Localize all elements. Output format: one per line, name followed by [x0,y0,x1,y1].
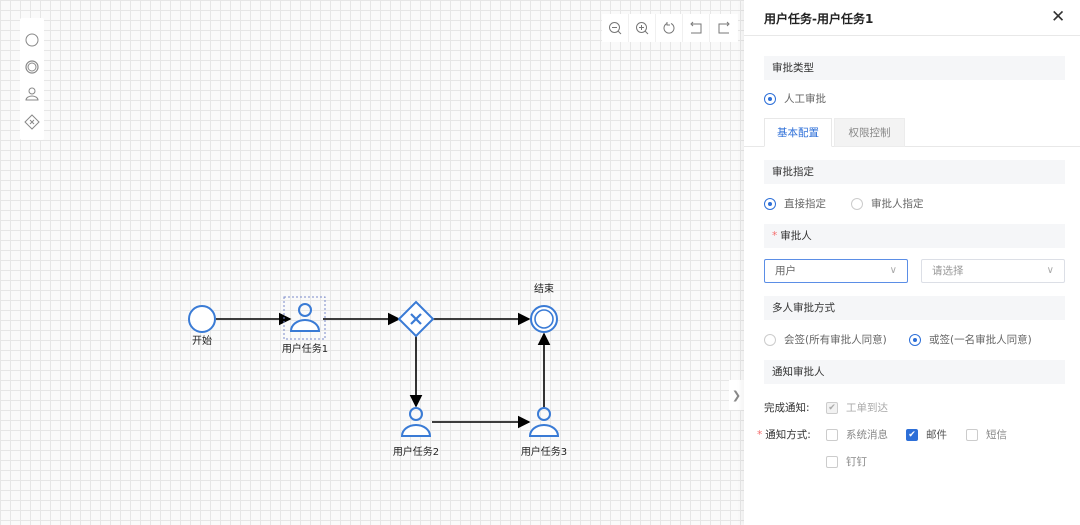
checkbox-box [966,428,978,441]
zoom-in-button[interactable] [629,14,656,42]
zoom-in-icon [636,22,649,35]
approver-select[interactable]: 请选择 ∨ [921,259,1065,283]
radio-direct-assign[interactable]: 直接指定 [764,196,826,211]
label-text: 通知方式: [765,429,811,441]
checkbox-label: 邮件 [926,429,947,441]
tabs: 基本配置 权限控制 [744,118,1080,147]
radio-dot [764,92,776,105]
canvas-toolbar [602,14,738,42]
checkbox-sms[interactable]: 短信 [966,427,1007,442]
user-task-2[interactable] [400,407,432,437]
radio-label: 或签(一名审批人同意) [929,334,1032,346]
reset-icon [663,22,675,34]
start-event-icon[interactable] [24,32,40,48]
radio-approver-assign[interactable]: 审批人指定 [851,196,924,211]
chevron-right-icon: ❯ [731,388,742,402]
collapse-panel-button[interactable]: ❯ [729,380,744,410]
section-approver: *审批人 [764,224,1065,248]
checkbox-system-message[interactable]: 系统消息 [826,427,888,442]
checkbox-box [826,428,838,441]
redo-button[interactable] [710,14,737,42]
checkbox-email[interactable]: ✔ 邮件 [906,427,947,442]
zoom-out-button[interactable] [602,14,629,42]
gateway-icon[interactable] [24,114,40,130]
properties-panel: 用户任务-用户任务1 ✕ 审批类型 人工审批 基本配置 权限控制 审批指定 直接… [744,0,1080,525]
radio-dot [851,197,863,210]
radio-label: 审批人指定 [871,198,924,210]
required-mark: * [757,429,763,441]
start-event[interactable] [188,305,216,333]
redo-icon [718,21,730,34]
selection-box [283,296,326,340]
undo-button[interactable] [683,14,710,42]
radio-dot [764,333,776,346]
end-event-label: 结束 [534,282,554,295]
tab-basic-config[interactable]: 基本配置 [764,118,832,147]
checkbox-label: 短信 [986,429,1007,441]
section-multi-approval: 多人审批方式 [764,296,1065,320]
complete-notify-label: 完成通知: [764,402,810,414]
diagram-canvas[interactable]: 开始 用户任务1 结束 用户任务2 用户任务3 ❯ [0,0,744,525]
checkbox-label: 工单到达 [846,402,888,414]
start-event-label: 开始 [192,334,212,347]
user-task-2-label: 用户任务2 [393,445,439,458]
check-icon: ✔ [826,401,838,414]
approver-type-select[interactable]: 用户 ∨ [764,259,908,283]
checkbox-label: 钉钉 [846,456,867,468]
radio-label: 直接指定 [784,198,826,210]
element-palette [20,18,44,140]
chevron-down-icon: ∨ [1046,265,1054,276]
notify-method-label: *通知方式: [757,427,811,442]
end-event-icon[interactable] [24,59,40,75]
required-mark: * [772,230,778,242]
section-title: 审批人 [780,230,812,242]
undo-icon [690,21,702,34]
select-placeholder: 请选择 [932,265,964,277]
zoom-out-icon [609,22,622,35]
chevron-down-icon: ∨ [889,265,897,276]
end-event[interactable] [530,305,558,333]
panel-header: 用户任务-用户任务1 ✕ [744,0,1080,36]
section-approval-type: 审批类型 [764,56,1065,80]
bpmn-diagram: 开始 用户任务1 结束 用户任务2 用户任务3 [188,282,567,458]
exclusive-gateway[interactable] [397,300,435,338]
tab-permission-control[interactable]: 权限控制 [834,118,905,147]
radio-label: 人工审批 [784,93,826,105]
section-approval-assign: 审批指定 [764,160,1065,184]
user-task-1-label: 用户任务1 [282,342,328,355]
user-task-3[interactable] [528,407,560,437]
check-icon: ✔ [906,428,918,441]
select-value: 用户 [775,265,796,277]
user-task-icon[interactable] [24,86,40,102]
section-notify: 通知审批人 [764,360,1065,384]
checkbox-box [826,455,838,468]
user-task-1[interactable] [289,303,321,332]
close-icon[interactable]: ✕ [1051,7,1066,27]
radio-countersign[interactable]: 会签(所有审批人同意) [764,332,887,347]
checkbox-dingtalk[interactable]: 钉钉 [826,454,867,469]
radio-dot [909,333,921,346]
radio-dot [764,197,776,210]
panel-title: 用户任务-用户任务1 [764,12,874,26]
radio-or-sign[interactable]: 或签(一名审批人同意) [909,332,1032,347]
radio-label: 会签(所有审批人同意) [784,334,887,346]
radio-manual-approval[interactable]: 人工审批 [764,91,826,106]
checkbox-label: 系统消息 [846,429,888,441]
reset-button[interactable] [656,14,683,42]
checkbox-ticket-arrival[interactable]: ✔ 工单到达 [826,400,888,415]
user-task-3-label: 用户任务3 [521,445,567,458]
